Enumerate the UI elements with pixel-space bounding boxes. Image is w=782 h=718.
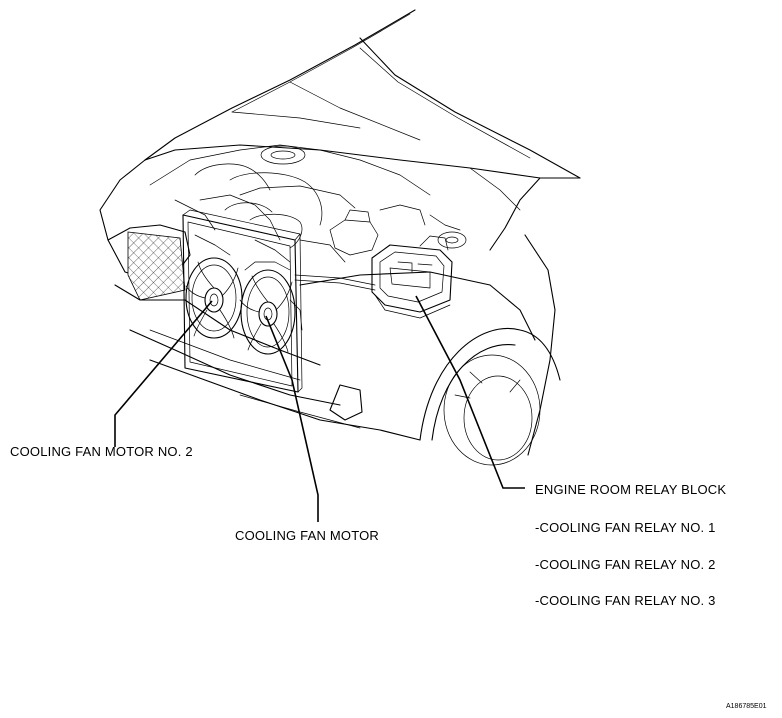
cooling-fan [239, 269, 296, 355]
body-lines [99, 144, 581, 456]
cooling-fan-relay-no1-label: -COOLING FAN RELAY NO. 1 [535, 520, 716, 535]
relay-block [371, 235, 453, 319]
leader-lines [114, 295, 525, 522]
cooling-fan-motor-no2-label: COOLING FAN MOTOR NO. 2 [10, 444, 193, 459]
figure-code: A186785E01 [726, 703, 767, 710]
engine-room-relay-block-label: ENGINE ROOM RELAY BLOCK [535, 482, 727, 497]
cooling-fan-motor-label: COOLING FAN MOTOR [235, 528, 380, 543]
cooling-fan-no2 [185, 257, 243, 339]
cooling-fan-relay-no3-label: -COOLING FAN RELAY NO. 3 [535, 593, 716, 608]
engine-compartment [149, 144, 467, 263]
front-wheel [419, 328, 561, 466]
wire-harness [244, 261, 376, 331]
fan-shroud-assembly [182, 209, 303, 393]
hood [144, 9, 581, 179]
cooling-fan-relay-no2-label: -COOLING FAN RELAY NO. 2 [535, 557, 716, 572]
